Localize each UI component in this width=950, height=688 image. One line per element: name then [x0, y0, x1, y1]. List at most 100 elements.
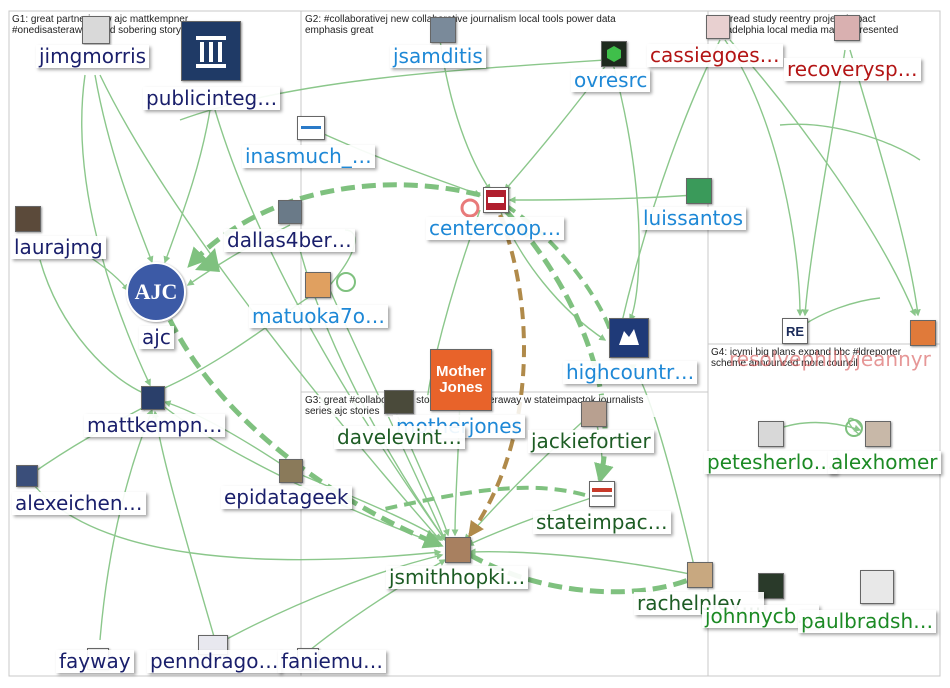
node-label-petesherlo[interactable]: petesherlo… [704, 451, 837, 474]
node-label-ajc[interactable]: ajc [139, 326, 174, 349]
avatar-icon[interactable] [483, 187, 509, 213]
group-title-line: G2: #collaborativej new collaborative jo… [305, 14, 616, 25]
edge-heavy [379, 485, 586, 512]
hexagon-logo-icon [607, 46, 621, 62]
stateimpact-logo-icon [592, 488, 612, 497]
avatar-icon[interactable] [910, 320, 936, 346]
node-label-dallas4ber[interactable]: dallas4ber… [224, 229, 355, 252]
group-boxes [8, 10, 941, 677]
group-title-line: scheme announced more council [711, 358, 858, 369]
edge [163, 109, 211, 264]
avatar-icon[interactable] [82, 16, 110, 44]
avatar-icon[interactable] [758, 421, 784, 447]
node-label-jsamditis[interactable]: jsamditis [390, 45, 486, 68]
avatar-icon[interactable] [834, 15, 860, 41]
edge [214, 109, 446, 542]
self-loops [336, 198, 863, 437]
node-label-luissantos[interactable]: luissantos [640, 207, 747, 230]
node-label-jsmithhopki[interactable]: jsmithhopki… [386, 566, 529, 589]
group-title-g4: G4: icymi big plans expand bbc #ldreport… [711, 347, 937, 369]
node-label-paulbradsh[interactable]: paulbradsh… [798, 610, 937, 633]
node-label-fayway[interactable]: fayway [56, 650, 134, 673]
edge [849, 49, 921, 317]
node-label-johnnycb[interactable]: johnnycb… [702, 605, 820, 628]
edge [729, 39, 917, 317]
edge [224, 552, 444, 641]
node-label-cassiegoes[interactable]: cassiegoes… [647, 44, 783, 67]
node-label-laurajmg[interactable]: laurajmg [11, 236, 106, 259]
node-label-matuoka7o[interactable]: matuoka7o… [249, 305, 388, 328]
group-title-g2: G2: #collaborativej new collaborative jo… [305, 14, 705, 36]
node-label-davelevint[interactable]: davelevint… [334, 426, 465, 449]
edge [99, 408, 154, 641]
node-label-resolvephilly[interactable]: resolvephillyjeannyr [729, 347, 931, 371]
avatar-icon[interactable] [601, 41, 627, 67]
avatar-icon[interactable] [305, 272, 331, 298]
avatar-icon[interactable]: Mother Jones [430, 349, 492, 411]
edge [847, 417, 863, 436]
node-label-ovresrc[interactable]: ovresrc [571, 69, 651, 92]
group-box-g4 [707, 343, 941, 677]
avatar-icon[interactable] [16, 465, 38, 487]
node-label-jimgmorris[interactable]: jimgmorris [36, 45, 150, 68]
node-label-stateimpac[interactable]: stateimpac… [533, 511, 671, 534]
node-label-penndrago[interactable]: penndrago… [147, 650, 282, 673]
avatar-icon[interactable] [860, 570, 894, 604]
node-label-jackiefortier[interactable]: jackiefortier [528, 430, 654, 453]
group-title-g5: G5: read study reentry project impact ph… [711, 14, 937, 36]
avatar-icon[interactable] [279, 459, 303, 483]
avatar-icon[interactable] [865, 421, 891, 447]
ajc-logo-text: AJC [134, 279, 178, 304]
avatar-icon[interactable]: AJC [126, 262, 186, 322]
node-label-inasmuch[interactable]: inasmuch_… [242, 145, 375, 168]
avatar-icon[interactable] [609, 318, 649, 358]
group-title-line: G1: great partnering w ajc mattkempner [12, 14, 189, 25]
node-label-publicinteg[interactable]: publicinteg… [143, 87, 281, 110]
node-label-recoverysp[interactable]: recoverysp… [784, 58, 921, 81]
node-label-mattkempn[interactable]: mattkempn… [84, 414, 226, 437]
centercoop-logo-icon [486, 190, 506, 210]
edge-heavy [468, 214, 526, 538]
avatar-icon[interactable] [687, 562, 713, 588]
motherjones-logo-text: Mother Jones [436, 363, 486, 396]
avatar-icon[interactable] [686, 178, 712, 204]
edge [39, 259, 150, 397]
avatar-icon[interactable] [15, 206, 41, 232]
avatar-icon[interactable] [278, 200, 302, 224]
avatar-icon[interactable] [384, 390, 414, 414]
edge [801, 49, 846, 317]
edge [94, 74, 154, 264]
edge-heavy [195, 248, 220, 272]
inasmuch-logo-icon [301, 126, 321, 129]
edge [468, 548, 696, 576]
node-label-alexhomer[interactable]: alexhomer [828, 451, 941, 474]
node-label-centercoop[interactable]: centercoop… [426, 217, 565, 240]
heavy-edges [167, 182, 702, 595]
group-title-line: philadelphia local media market presente… [711, 25, 899, 36]
edge [611, 59, 640, 322]
goat-logo-icon [619, 329, 639, 345]
avatar-icon[interactable] [445, 537, 471, 563]
avatar-icon[interactable] [297, 116, 325, 140]
avatar-icon[interactable] [181, 21, 241, 81]
avatar-icon[interactable] [589, 481, 615, 507]
avatar-icon[interactable] [581, 401, 607, 427]
node-label-epidatageek[interactable]: epidatageek [221, 486, 352, 509]
edge-heavy [167, 318, 444, 549]
avatar-icon[interactable]: RE [782, 318, 808, 344]
group-title-line: G4: icymi big plans expand bbc #ldreport… [711, 347, 902, 358]
node-label-highcountr[interactable]: highcountr… [563, 361, 698, 384]
avatar-icon[interactable] [430, 17, 456, 43]
edge [149, 394, 442, 547]
building-icon [196, 36, 226, 68]
edge [779, 123, 921, 161]
node-label-alexeichen[interactable]: alexeichen… [12, 492, 146, 515]
edge [508, 194, 696, 204]
avatar-icon[interactable] [706, 15, 730, 39]
avatar-icon[interactable] [141, 386, 165, 410]
group-title-line: series ajc stories [305, 406, 380, 417]
node-label-faniemu[interactable]: faniemu… [278, 650, 386, 673]
edge [314, 129, 482, 197]
re-logo-icon: RE [785, 323, 805, 339]
group-title-line: G3: great #collaborativej story #onedisa… [305, 395, 644, 406]
